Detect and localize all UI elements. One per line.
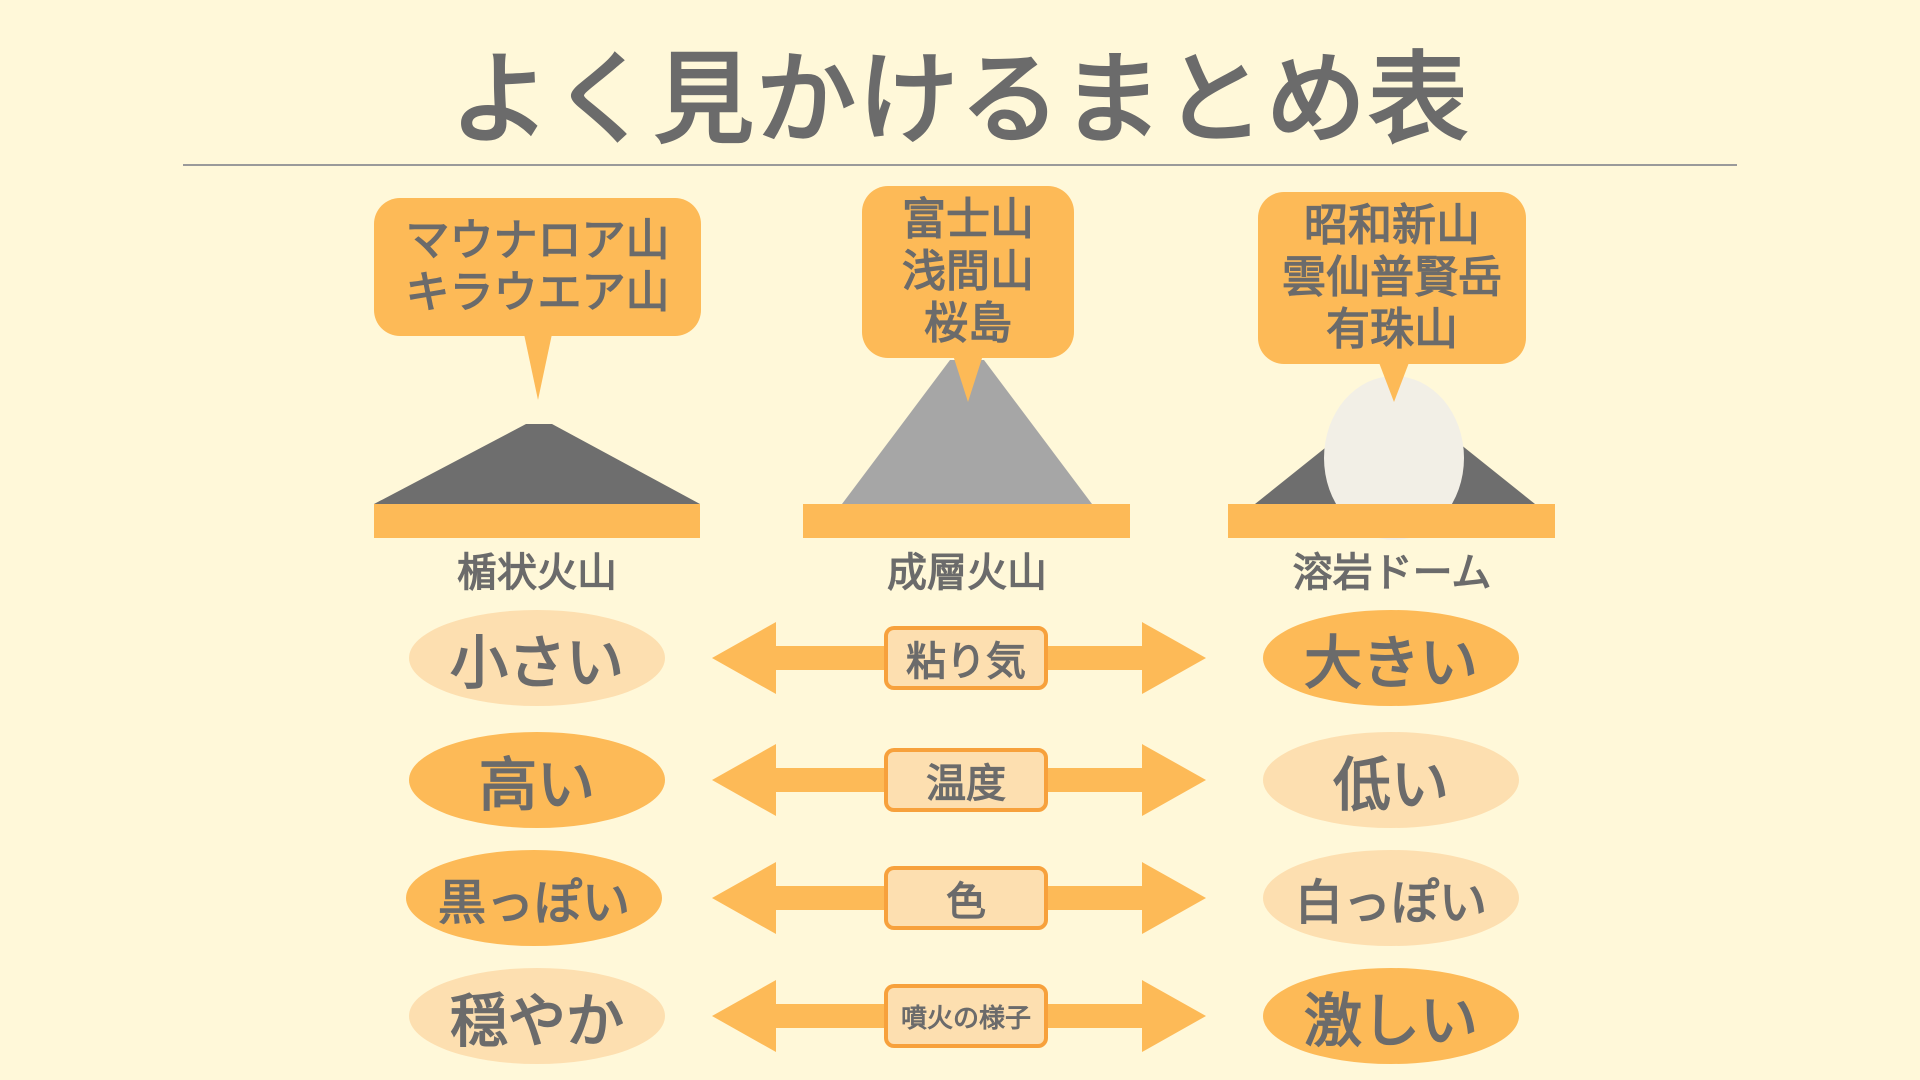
- example-label: 浅間山: [902, 246, 1034, 297]
- lava-dome-body: [1324, 376, 1464, 540]
- property-temperature: 温度: [884, 748, 1048, 812]
- stratovolcano-shape: [803, 360, 1130, 538]
- title-divider: [183, 164, 1737, 166]
- lava-dome-shape: [1228, 376, 1555, 540]
- page-title: よく見かけるまとめ表: [450, 41, 1470, 158]
- example-label: 雲仙普賢岳: [1282, 252, 1502, 303]
- property-color: 色: [884, 866, 1048, 930]
- stratovolcano-cone: [842, 360, 1092, 504]
- left-value-eruption: 穏やか: [409, 968, 665, 1064]
- shield-volcano-cone: [374, 424, 700, 504]
- right-value-color: 白っぽい: [1263, 850, 1519, 946]
- bubble-tail-shield: [524, 334, 552, 400]
- left-value-temperature: 高い: [409, 732, 665, 828]
- shield-volcano-shape: [374, 424, 700, 538]
- right-value-temperature: 低い: [1263, 732, 1519, 828]
- right-value-viscosity: 大きい: [1263, 610, 1519, 706]
- example-label: 昭和新山: [1304, 200, 1480, 251]
- volcano-type-strato: 成層火山: [887, 550, 1047, 596]
- stratovolcano-ground: [803, 504, 1130, 538]
- property-viscosity: 粘り気: [884, 626, 1048, 690]
- bubble-dome-examples: 昭和新山 雲仙普賢岳 有珠山: [1258, 192, 1526, 364]
- left-value-color: 黒っぽい: [406, 850, 662, 946]
- example-label: 桜島: [924, 298, 1012, 349]
- example-label: キラウエア山: [405, 267, 670, 318]
- volcano-type-shield: 楯状火山: [457, 550, 617, 596]
- left-value-viscosity: 小さい: [409, 610, 665, 706]
- bubble-shield-examples: マウナロア山 キラウエア山: [374, 198, 701, 336]
- volcano-type-dome: 溶岩ドーム: [1292, 550, 1492, 596]
- bubble-tail-dome: [1378, 360, 1410, 402]
- right-value-eruption: 激しい: [1263, 968, 1519, 1064]
- bubble-tail-strato: [952, 352, 984, 402]
- example-label: 富士山: [902, 194, 1034, 245]
- shield-volcano-ground: [374, 504, 700, 538]
- lava-dome-ground: [1228, 504, 1555, 538]
- bubble-strato-examples: 富士山 浅間山 桜島: [862, 186, 1074, 358]
- example-label: マウナロア山: [405, 215, 670, 266]
- example-label: 有珠山: [1326, 304, 1458, 355]
- property-eruption: 噴火の様子: [884, 984, 1048, 1048]
